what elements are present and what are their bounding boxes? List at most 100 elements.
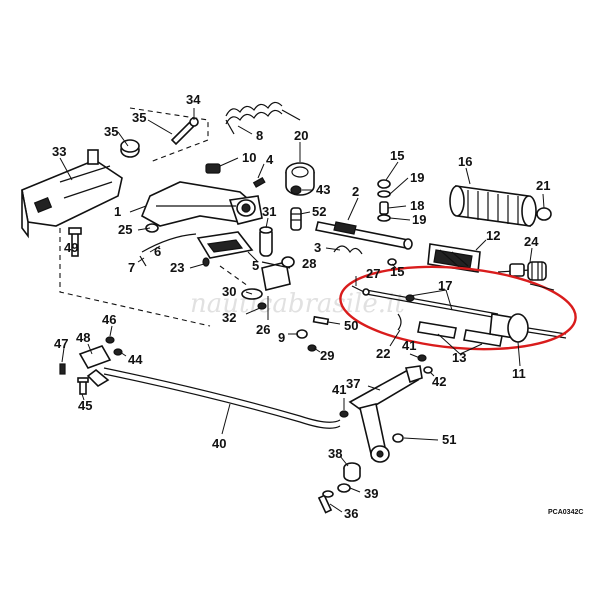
throttle-cable-assembly-part-17 [362, 288, 499, 319]
callout-44: 44 [128, 352, 143, 367]
bushing-part-15b [387, 258, 397, 266]
callout-13: 13 [452, 350, 466, 365]
washer-part-19b [377, 214, 391, 222]
rod-part-27 [351, 285, 365, 293]
throttle-bracket-part-1 [140, 181, 263, 227]
clip-part-10 [205, 163, 221, 174]
callout-24: 24 [524, 234, 539, 249]
screw-part-50 [312, 315, 330, 326]
shift-lever-part-37 [348, 365, 423, 463]
callout-12: 12 [486, 228, 500, 243]
clip-part-22 [397, 313, 402, 331]
friction-knob-part-24 [497, 261, 547, 281]
bushing-part-15a [377, 179, 391, 189]
pin-part-4 [252, 176, 266, 188]
callout-25: 25 [118, 222, 132, 237]
callout-34: 34 [186, 92, 201, 107]
highlight-ellipse [339, 265, 577, 351]
spacer-part-28 [281, 256, 295, 268]
handle-grip-part-16 [449, 185, 537, 227]
callout-6: 6 [154, 244, 161, 259]
callout-30: 30 [222, 284, 236, 299]
callout-42: 42 [432, 374, 446, 389]
link-part-31 [259, 226, 273, 257]
throttle-insert-part-12 [427, 243, 481, 273]
callout-48: 48 [76, 330, 90, 345]
callout-1: 1 [114, 204, 121, 219]
tube-part-11 [489, 313, 567, 343]
bushing-part-38 [343, 462, 361, 482]
bushing-part-35 [120, 139, 140, 158]
callout-52: 52 [312, 204, 326, 219]
callout-18: 18 [410, 198, 424, 213]
callout-17: 17 [438, 278, 452, 293]
nut-part-43 [290, 185, 302, 195]
rod-part-7 [139, 255, 147, 267]
figure-code: PCA0342C [548, 509, 583, 516]
callout-10: 10 [242, 150, 256, 165]
callout-9: 9 [278, 330, 285, 345]
callout-51: 51 [442, 432, 456, 447]
callout-28: 28 [302, 256, 316, 271]
callout-4: 4 [266, 152, 274, 167]
callout-26: 26 [256, 322, 270, 337]
callout-21: 21 [536, 178, 550, 193]
assembly-outline [59, 107, 249, 327]
leader-lines [59, 108, 555, 513]
spring-part-8 [225, 101, 301, 135]
callout-41a: 41 [332, 382, 346, 397]
nut-part-41a [339, 410, 349, 418]
callout-2: 2 [352, 184, 359, 199]
callout-31: 31 [262, 204, 276, 219]
leader-28 [261, 261, 291, 269]
callout-49: 49 [64, 240, 78, 255]
callout-labels: 33 34 35 35 8 10 4 20 43 52 2 15 19 18 1… [52, 92, 550, 521]
callout-35: 35 [104, 124, 118, 139]
callout-29: 29 [320, 348, 334, 363]
callout-32: 32 [222, 310, 236, 325]
callout-46: 46 [102, 312, 116, 327]
shift-shaft-part-2 [315, 221, 413, 250]
nut-part-23 [202, 257, 210, 267]
callout-36: 36 [344, 506, 358, 521]
callout-19b: 19 [412, 212, 426, 227]
cam-plate-part-5 [196, 231, 254, 259]
callout-45: 45 [78, 398, 92, 413]
tiller-bracket-part-33 [21, 149, 123, 239]
pin-part-18 [379, 201, 389, 215]
callout-15a: 15 [390, 148, 404, 163]
screw-part-47 [59, 363, 66, 375]
callout-33: 33 [52, 144, 66, 159]
callout-41b: 41 [402, 338, 416, 353]
bracket-part-26 [261, 261, 291, 291]
callout-20: 20 [294, 128, 308, 143]
washer-part-19a [377, 190, 391, 198]
bolt-part-45 [77, 377, 89, 395]
washer-part-42 [423, 366, 433, 374]
callout-43: 43 [316, 182, 330, 197]
callout-40: 40 [212, 436, 226, 451]
bolt-part-36 [317, 490, 334, 514]
callout-22: 22 [376, 346, 390, 361]
screw-part-32 [257, 302, 267, 310]
callout-35-top: 35 [132, 110, 146, 125]
callout-47: 47 [54, 336, 68, 351]
callout-50: 50 [344, 318, 358, 333]
pin-part-34 [170, 117, 199, 146]
callout-7: 7 [128, 260, 135, 275]
washer-part-39 [337, 483, 351, 493]
screw-part-52 [290, 207, 302, 231]
nut-part-41b [417, 354, 427, 362]
callout-16: 16 [458, 154, 472, 169]
bolt-part-49 [68, 227, 82, 257]
washer-part-44 [113, 348, 123, 356]
cable-part-6 [141, 233, 197, 253]
callout-27: 27 [366, 266, 380, 281]
ring-part-51 [392, 433, 404, 443]
callout-8: 8 [256, 128, 263, 143]
callout-19a: 19 [410, 170, 424, 185]
washer-part-29 [307, 344, 317, 352]
watermark: nauticabrasile.it [190, 289, 405, 319]
callout-3: 3 [314, 240, 321, 255]
